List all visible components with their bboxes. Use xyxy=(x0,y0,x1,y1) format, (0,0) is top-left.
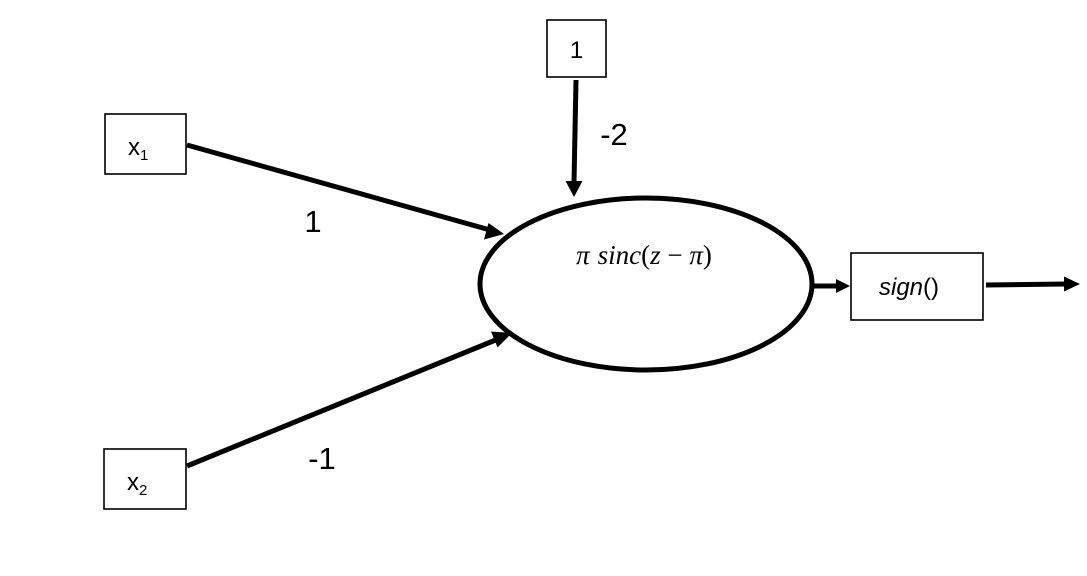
arrowhead xyxy=(565,181,583,197)
input-node-x1: x1 xyxy=(104,113,187,175)
input-x1-subscript: 1 xyxy=(140,147,148,164)
input-x2-base: x xyxy=(127,469,139,496)
formula-close-paren: ) xyxy=(703,240,712,270)
input-node-x2: x2 xyxy=(103,448,187,510)
edge-x2-to-neuron xyxy=(186,331,512,469)
weight-label-x1: 1 xyxy=(304,204,321,239)
arrowhead xyxy=(484,223,504,240)
edge-bias-to-neuron xyxy=(565,79,583,197)
formula-pi-2: π xyxy=(689,240,704,270)
weight-label-x2: -1 xyxy=(308,441,336,476)
arrowhead xyxy=(836,279,850,293)
formula-minus: − xyxy=(661,240,690,270)
svg-text:sign(): sign() xyxy=(879,274,939,301)
arrowhead xyxy=(491,331,512,348)
weight-label-bias: -2 xyxy=(600,117,628,152)
output-func-name: sign xyxy=(879,274,923,301)
bias-node: 1 xyxy=(546,19,607,78)
input-x1-base: x xyxy=(128,134,140,161)
arrowhead xyxy=(1064,276,1080,292)
output-func-parens: () xyxy=(923,274,939,301)
output-node: sign() xyxy=(850,252,984,321)
svg-text:x2: x2 xyxy=(127,469,147,499)
output-arrow xyxy=(985,276,1080,292)
input-x2-subscript: 2 xyxy=(139,482,147,499)
edge-x1-to-neuron xyxy=(186,142,504,240)
edge-neuron-to-output xyxy=(812,279,850,293)
bias-label: 1 xyxy=(570,37,583,64)
formula-z: z xyxy=(649,240,661,270)
formula-pi: π xyxy=(576,240,591,270)
svg-text:x1: x1 xyxy=(128,134,148,164)
formula-sinc: sinc xyxy=(598,240,642,270)
formula-open-paren: ( xyxy=(641,240,650,270)
